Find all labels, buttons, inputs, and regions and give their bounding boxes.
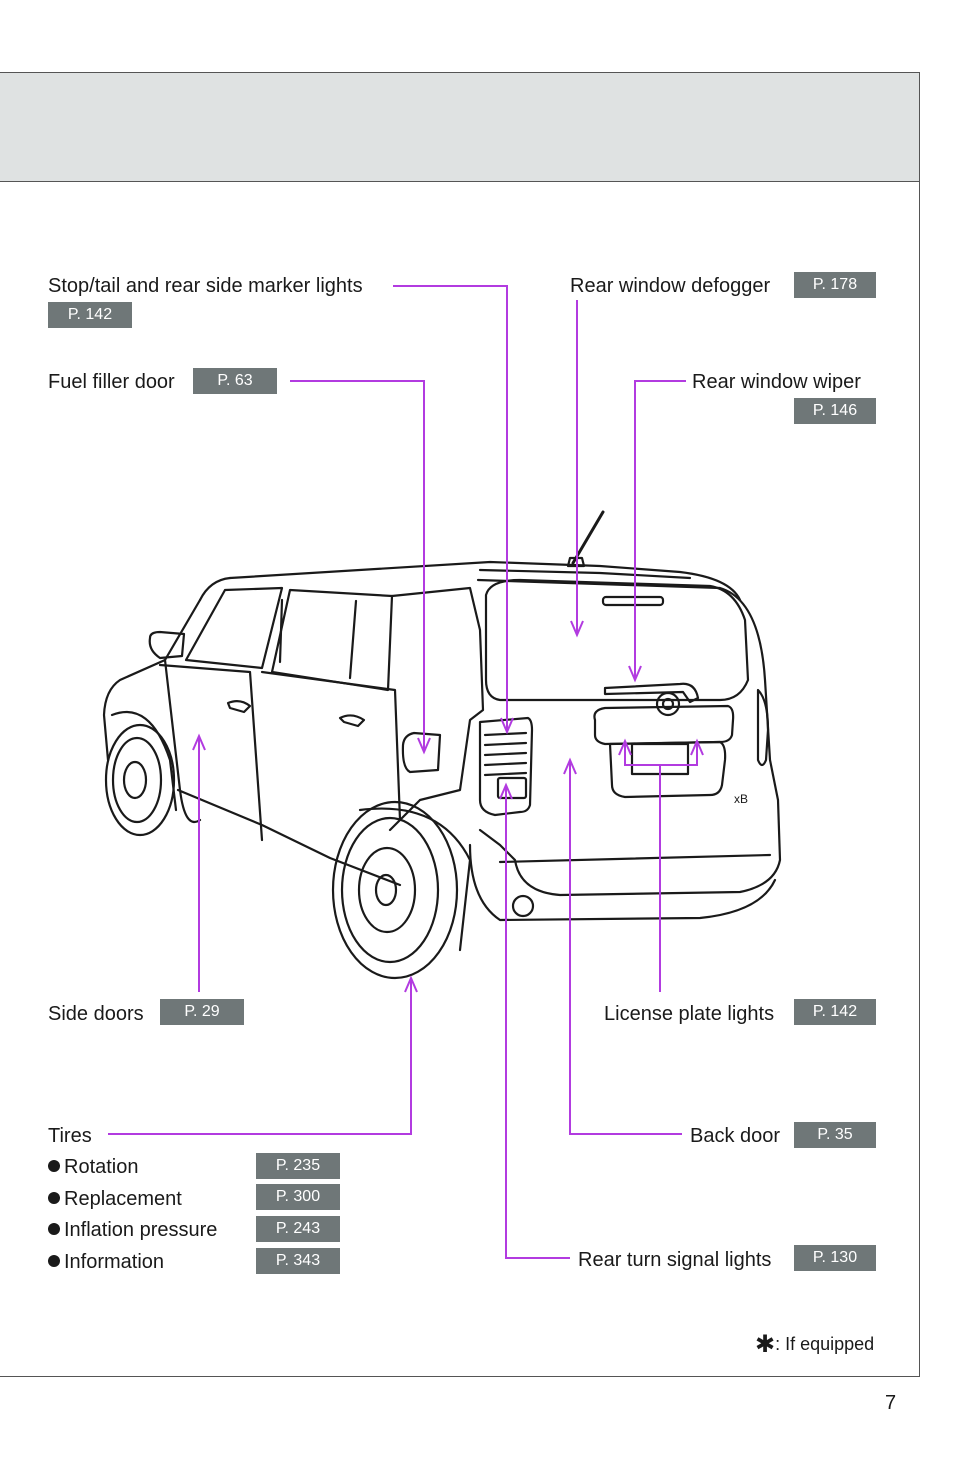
leader-lines — [108, 285, 704, 1259]
asterisk-icon: ✱ — [755, 1331, 776, 1358]
turn-signal-label: Rear turn signal lights — [578, 1249, 772, 1271]
stop-tail-page-tag[interactable]: P. 142 — [48, 302, 132, 328]
tires-inflation-page-tag[interactable]: P. 243 — [256, 1216, 340, 1242]
svg-text:xB: xB — [734, 792, 748, 806]
tires-information-page-tag[interactable]: P. 343 — [256, 1248, 340, 1274]
side-doors-label: Side doors — [48, 1003, 144, 1025]
footnote: ✱: If equipped — [755, 1330, 874, 1359]
tires-title: Tires — [48, 1125, 92, 1147]
side-doors-page-tag[interactable]: P. 29 — [160, 999, 244, 1025]
tires-item-rotation: Rotation — [48, 1155, 139, 1179]
page-number: 7 — [885, 1392, 897, 1414]
defogger-page-tag[interactable]: P. 178 — [794, 272, 876, 298]
car-drawing: xB — [102, 510, 782, 980]
bullet-icon — [48, 1223, 60, 1235]
tires-item-inflation: Inflation pressure — [48, 1218, 217, 1242]
fuel-door-label: Fuel filler door — [48, 371, 175, 393]
defogger-label: Rear window defogger — [570, 275, 771, 297]
tires-replacement-page-tag[interactable]: P. 300 — [256, 1184, 340, 1210]
stop-tail-label: Stop/tail and rear side marker lights — [48, 275, 363, 297]
page-frame — [0, 72, 920, 1377]
tires-rotation-page-tag[interactable]: P. 235 — [256, 1153, 340, 1179]
fuel-door-page-tag[interactable]: P. 63 — [193, 368, 277, 394]
bullet-icon — [48, 1255, 60, 1267]
footnote-text: : If equipped — [775, 1334, 875, 1354]
header-band — [0, 72, 920, 182]
wiper-label: Rear window wiper — [692, 371, 861, 393]
bullet-icon — [48, 1160, 60, 1172]
license-page-tag[interactable]: P. 142 — [794, 999, 876, 1025]
tires-item-information: Information — [48, 1250, 164, 1274]
license-label: License plate lights — [604, 1003, 775, 1025]
turn-signal-page-tag[interactable]: P. 130 — [794, 1245, 876, 1271]
bullet-icon — [48, 1192, 60, 1204]
back-door-page-tag[interactable]: P. 35 — [794, 1122, 876, 1148]
tires-item-replacement: Replacement — [48, 1187, 182, 1211]
back-door-label: Back door — [690, 1125, 781, 1147]
wiper-page-tag[interactable]: P. 146 — [794, 398, 876, 424]
